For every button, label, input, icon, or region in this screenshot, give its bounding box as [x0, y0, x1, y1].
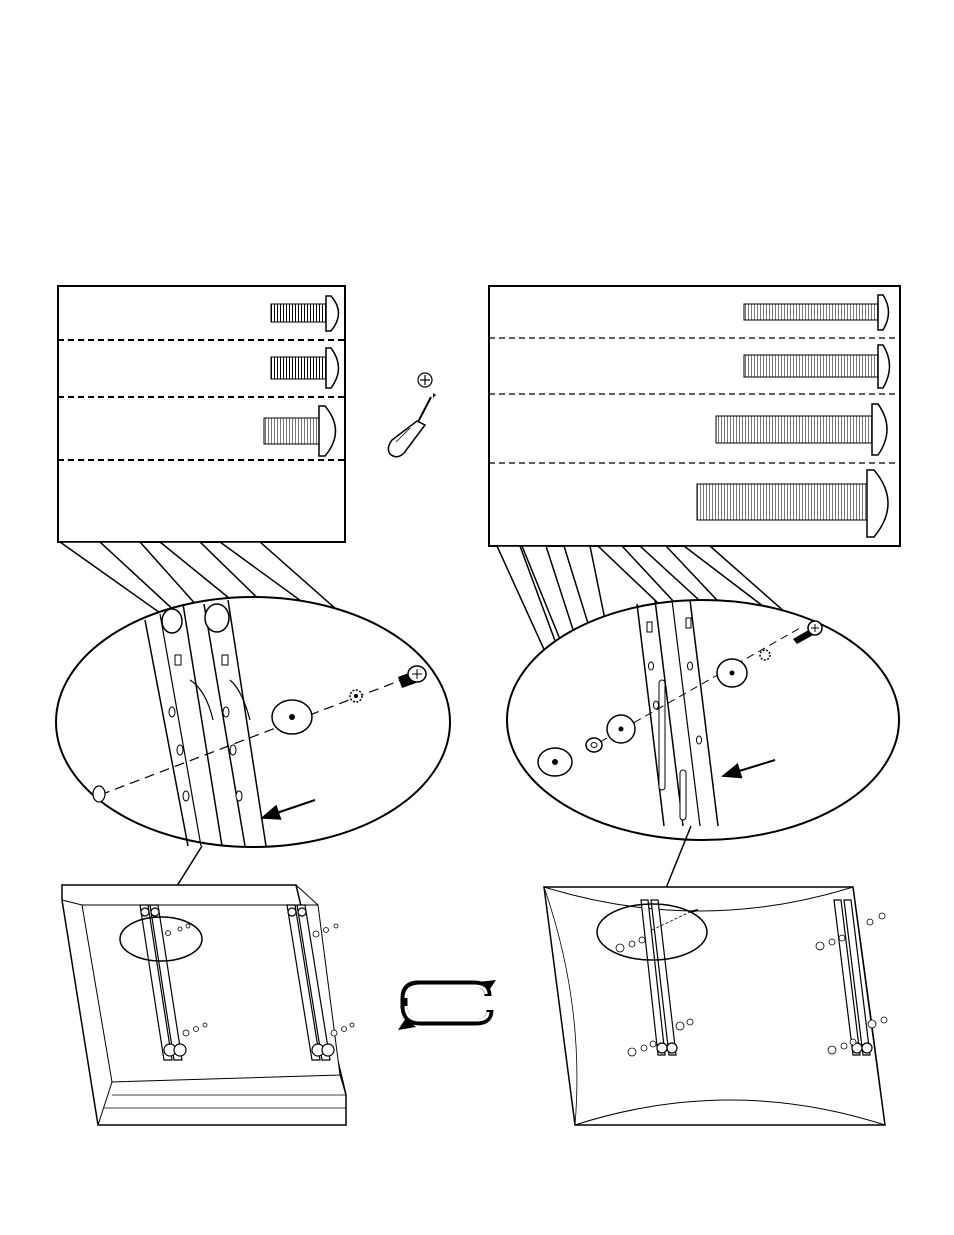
reverse-orientation-icon — [398, 980, 496, 1030]
left-tv-back — [62, 885, 354, 1125]
right-tv-back — [544, 887, 887, 1125]
right-detail-oval — [507, 600, 899, 840]
right-hardware-box — [489, 286, 900, 546]
left-hardware-box — [58, 286, 345, 542]
lock-washer-icon — [760, 650, 770, 660]
left-detail-oval — [56, 597, 450, 847]
phillips-screwdriver-icon — [388, 373, 436, 457]
lock-washer-icon — [350, 690, 362, 702]
